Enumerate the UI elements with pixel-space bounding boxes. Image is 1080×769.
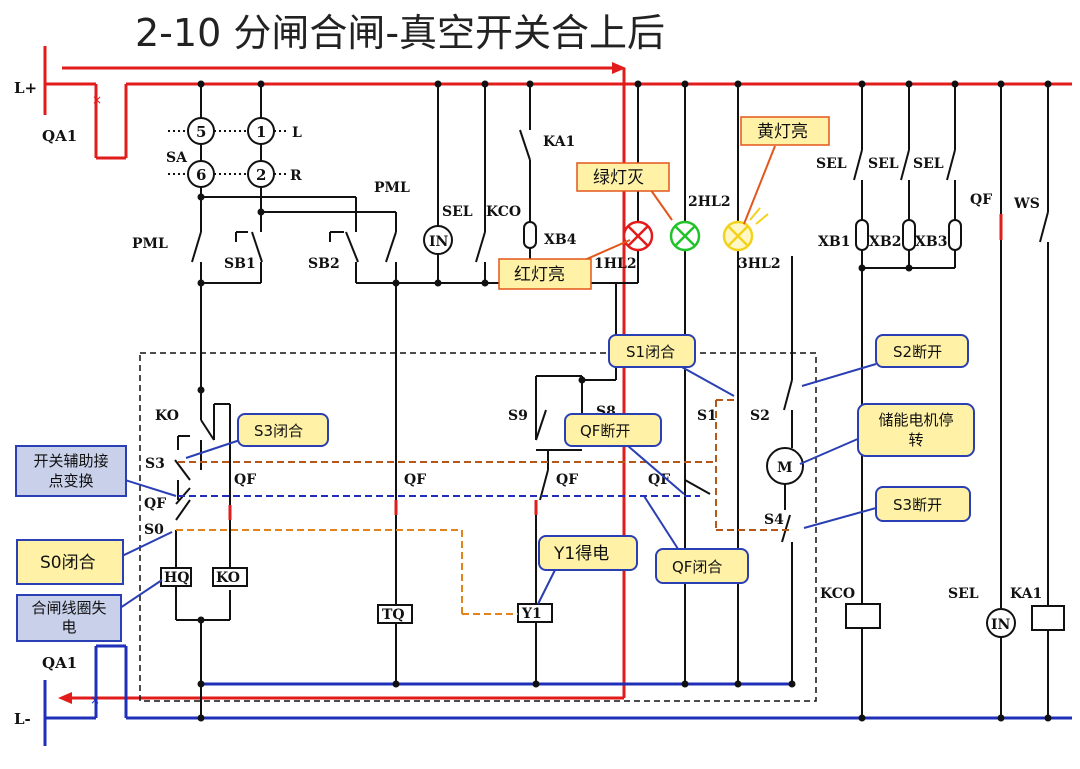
sel-label-2: SEL — [816, 156, 847, 172]
kco-label-bottom: KCO — [820, 586, 855, 602]
qf-label-mid: QF — [648, 472, 670, 488]
sb2-label: SB2 — [308, 256, 340, 272]
in-meter-circle — [423, 225, 453, 255]
callout-s3-closed: S3闭合 — [185, 413, 329, 459]
lamp-yellow — [722, 207, 769, 252]
sel-label-1: SEL — [442, 204, 473, 220]
sa-contact-6: 6 — [196, 166, 206, 184]
qf-label-ko: QF — [234, 472, 256, 488]
callout-qf-open: QF断开 — [564, 413, 685, 495]
callout-s3-open-text: S3断开 — [893, 496, 942, 514]
sa-label: SA — [166, 150, 188, 166]
sa-contact-5: 5 — [196, 123, 206, 141]
mechanism-wiring — [160, 256, 804, 722]
callout-y1-on-text: Y1得电 — [553, 544, 609, 564]
right-wiring — [845, 80, 1065, 722]
sa-label-l: L — [292, 125, 302, 141]
label-qa1-bottom: QA1 — [42, 654, 77, 672]
callout-y1-on: Y1得电 — [537, 535, 638, 605]
sa-selector — [168, 84, 288, 188]
xb1-label: XB1 — [818, 234, 850, 250]
sa-contact-1: 1 — [256, 123, 266, 141]
s3-label-left: S3 — [145, 456, 165, 472]
hl2-label: 2HL2 — [688, 194, 731, 210]
label-l-minus: L- — [14, 710, 31, 728]
ka1-label-top: KA1 — [543, 134, 575, 150]
callout-qf-open-text: QF断开 — [580, 422, 630, 440]
xb4-label: XB4 — [544, 232, 577, 248]
callout-green-off-text: 绿灯灭 — [593, 168, 644, 188]
callout-s3-open: S3断开 — [803, 486, 971, 529]
callout-s3-closed-text: S3闭合 — [254, 422, 303, 440]
sa-label-r: R — [290, 168, 302, 184]
svg-text:×: × — [92, 93, 102, 107]
pml-label-right: PML — [374, 180, 410, 196]
callout-s0-closed-text: S0闭合 — [40, 553, 96, 573]
mechanical-linkages — [176, 399, 790, 615]
sel-label-4: SEL — [913, 156, 944, 172]
callout-s1-closed-text: S1闭合 — [626, 343, 675, 361]
label-l-plus: L+ — [14, 79, 37, 97]
in-meter-label-2: IN — [991, 617, 1011, 633]
s0-label: S0 — [144, 522, 164, 538]
ko-coil-label: KO — [216, 570, 240, 586]
callout-aux-contact-text: 开关辅助接点变换 — [33, 452, 109, 490]
callout-s2-open-text: S2断开 — [893, 343, 942, 361]
xb2-label: XB2 — [869, 234, 901, 250]
callout-red-on: 红灯亮 — [498, 239, 631, 290]
ka1-label-bottom: KA1 — [1010, 586, 1042, 602]
callout-coil-off: 合闸线圈失电 — [16, 579, 163, 642]
ws-label: WS — [1013, 196, 1040, 212]
callout-aux-contact: 开关辅助接点变换 — [15, 445, 177, 497]
kco-label-top: KCO — [486, 204, 521, 220]
s4-label: S4 — [764, 512, 784, 528]
in-meter-label: IN — [429, 234, 449, 250]
qf-label-y1: QF — [556, 472, 578, 488]
ko-label: KO — [155, 408, 179, 424]
s1-label: S1 — [697, 408, 717, 424]
hq-label: HQ — [164, 570, 189, 586]
callout-motor-stop: 储能电机停转 — [799, 403, 975, 465]
callout-red-on-text: 红灯亮 — [514, 265, 565, 285]
y1-label: Y1 — [521, 606, 542, 622]
qf-label-tq: QF — [404, 472, 426, 488]
sa-contact-2: 2 — [256, 166, 266, 184]
s9-label: S9 — [508, 408, 528, 424]
callout-qf-closed-text: QF闭合 — [672, 558, 722, 576]
lamp-red — [622, 220, 654, 252]
callout-s2-open: S2断开 — [801, 334, 969, 387]
svg-text:×: × — [90, 693, 100, 707]
sel-label-5: SEL — [948, 586, 979, 602]
callout-qf-closed: QF闭合 — [643, 495, 749, 584]
qf-label-left: QF — [144, 496, 166, 512]
breaker-mechanism-box — [139, 352, 817, 702]
lamp-green — [669, 220, 701, 252]
xb3-label: XB3 — [915, 234, 947, 250]
pml-label-left: PML — [132, 236, 168, 252]
callout-s1-closed: S1闭合 — [608, 334, 735, 397]
callout-motor-stop-text: 储能电机停转 — [878, 411, 954, 449]
negative-bus: × — [43, 644, 1072, 746]
sb1-label: SB1 — [224, 256, 256, 272]
hl1-label: 1HL2 — [594, 256, 637, 272]
sel-label-3: SEL — [868, 156, 899, 172]
hl3-label: 3HL2 — [738, 256, 781, 272]
page-title: 2-10 分闸合闸-真空开关合上后 — [135, 11, 665, 55]
callout-green-off: 绿灯灭 — [576, 162, 673, 221]
qf-label-right: QF — [970, 192, 992, 208]
callout-coil-off-text: 合闸线圈失电 — [31, 599, 107, 636]
callout-yellow-on-text: 黄灯亮 — [757, 122, 808, 142]
tq-label: TQ — [382, 607, 405, 623]
motor-label: M — [777, 460, 793, 476]
s2-label: S2 — [750, 408, 770, 424]
label-qa1-top: QA1 — [42, 127, 77, 145]
callout-yellow-on: 黄灯亮 — [740, 116, 830, 225]
callout-s0-closed: S0闭合 — [16, 531, 173, 585]
